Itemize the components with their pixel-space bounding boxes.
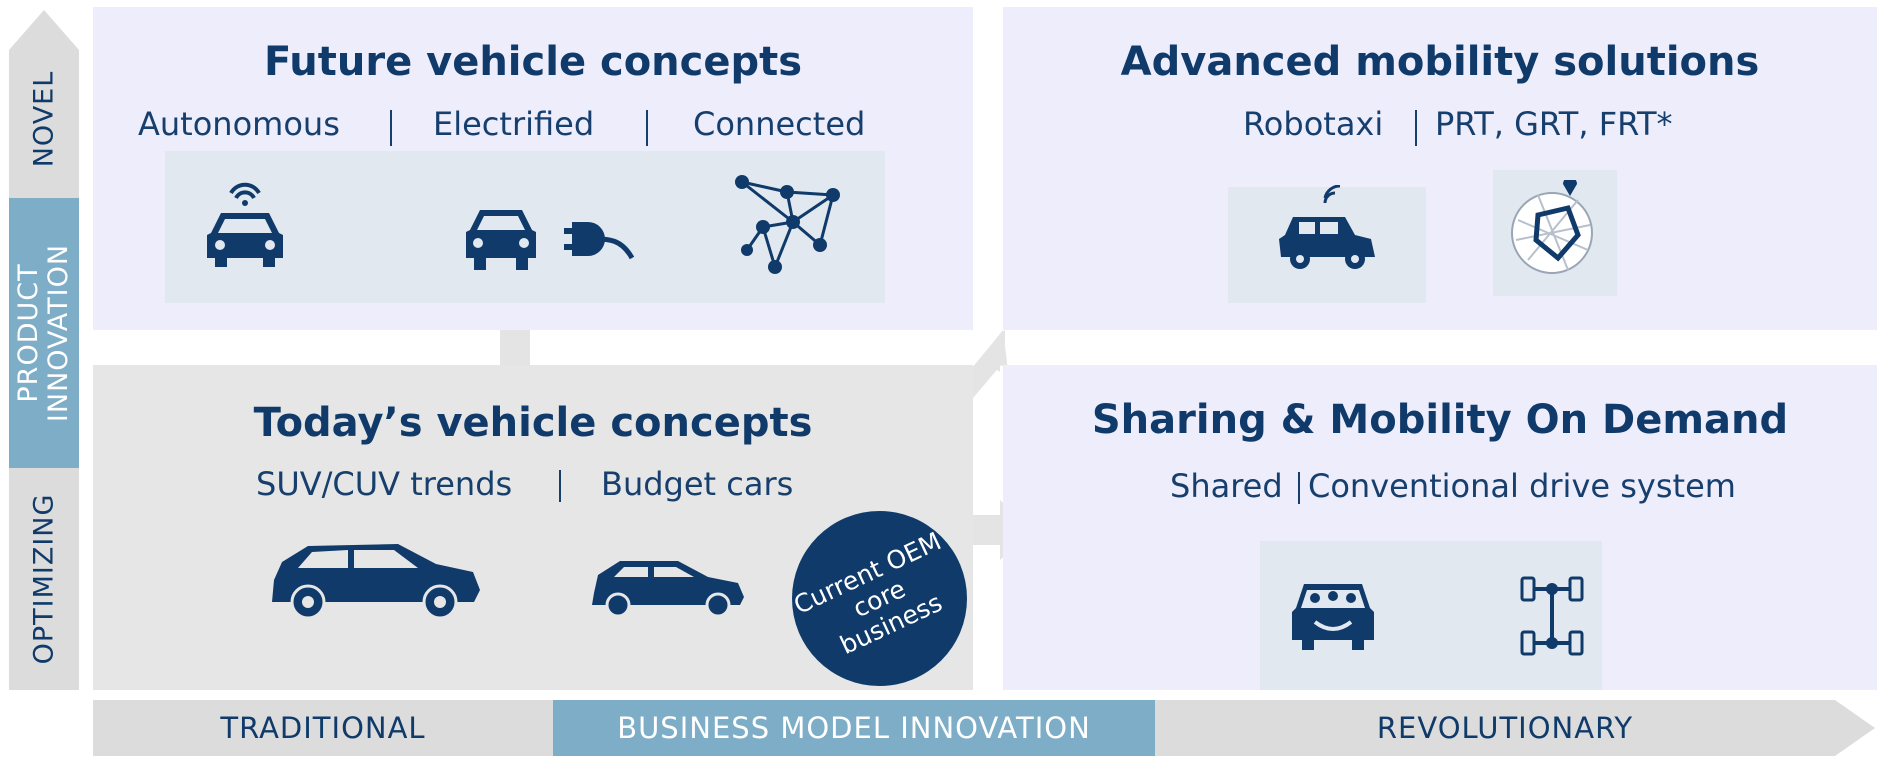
advanced-title: Advanced mobility solutions xyxy=(1120,39,1760,85)
future-item-electrified: Electrified xyxy=(433,105,595,143)
map-icon xyxy=(1511,180,1593,274)
advanced-item-robotaxi: Robotaxi xyxy=(1243,105,1384,143)
autonomous-car-icon xyxy=(207,182,283,267)
separator xyxy=(1298,472,1300,504)
today-item-budget: Budget cars xyxy=(601,465,794,503)
axis-label-revolutionary: REVOLUTIONARY xyxy=(1376,711,1634,745)
sharing-item-conventional: Conventional drive system xyxy=(1308,467,1736,505)
future-title: Future vehicle concepts xyxy=(263,39,803,85)
separator xyxy=(559,470,561,502)
today-title: Today’s vehicle concepts xyxy=(253,400,813,446)
axis-label-business-model-innovation: BUSINESS MODEL INNOVATION xyxy=(617,711,1091,745)
separator xyxy=(1415,110,1417,146)
robotaxi-icon xyxy=(1279,185,1375,269)
drive-system-icon xyxy=(1520,576,1584,656)
future-item-connected: Connected xyxy=(693,105,866,143)
current-oem-badge: Current OEM core business xyxy=(789,511,967,686)
future-item-autonomous: Autonomous xyxy=(138,105,340,143)
shared-car-icon xyxy=(1292,584,1374,650)
separator xyxy=(646,110,648,146)
sharing-mobility-panel: Sharing & Mobility On Demand Shared Conv… xyxy=(1003,365,1877,690)
sharing-title: Sharing & Mobility On Demand xyxy=(1091,397,1789,443)
network-icon xyxy=(735,175,840,274)
sharing-item-shared: Shared xyxy=(1170,467,1283,505)
axis-label-traditional: TRADITIONAL xyxy=(220,711,426,745)
vertical-axis-arrow xyxy=(9,10,79,690)
advanced-mobility-panel: Advanced mobility solutions Robotaxi PRT… xyxy=(1003,7,1877,330)
electric-car-icon xyxy=(466,210,635,270)
advanced-item-prt: PRT, GRT, FRT* xyxy=(1435,105,1673,143)
hatchback-car-icon xyxy=(592,561,744,615)
separator xyxy=(390,110,392,146)
suv-icon xyxy=(272,544,480,618)
today-item-suv: SUV/CUV trends xyxy=(256,465,513,503)
